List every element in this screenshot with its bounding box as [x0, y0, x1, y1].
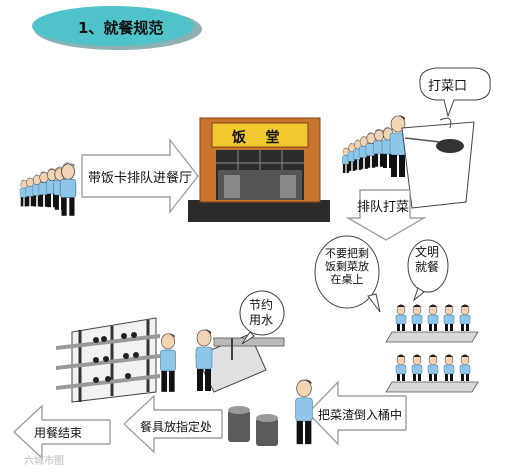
- label-no-leftover: 不要把剩饭剩菜放在桌上: [325, 247, 369, 286]
- page-title: 1、就餐规范: [78, 19, 164, 37]
- label-serving-window: 打菜口: [428, 79, 468, 94]
- utensil-rack: [56, 317, 160, 403]
- canteen-sign: 饭 堂: [232, 130, 280, 146]
- label-queue-enter: 带饭卡排队进餐厅: [88, 171, 193, 186]
- no-leftover-bubble: [314, 235, 381, 313]
- canteen-building: [188, 117, 330, 222]
- label-civilized: 文明就餐: [415, 245, 440, 274]
- queue-enter-people: [19, 161, 77, 217]
- title-bubble: [32, 6, 202, 50]
- label-queue-serve: 排队打菜: [357, 200, 410, 215]
- dining-area: [385, 304, 479, 393]
- washing-person: [195, 328, 213, 392]
- watermark: 六城市图: [24, 456, 64, 467]
- arrow-queue-enter: [81, 137, 199, 215]
- serving-window-bubble: [419, 67, 491, 118]
- leftover-buckets: [228, 406, 278, 446]
- serving-counter: [401, 117, 475, 209]
- queue-serve-people: [341, 114, 407, 178]
- arrow-finish: [12, 404, 111, 460]
- civilized-bubble: [407, 239, 449, 302]
- arrow-queue-serve: [345, 189, 427, 241]
- label-dump-leftover: 把菜渣倒入桶中: [318, 408, 403, 422]
- dumping-person: [295, 378, 313, 445]
- label-save-water: 节约用水: [249, 298, 274, 327]
- rack-person: [159, 332, 177, 393]
- label-place-utensils: 餐具放指定处: [140, 420, 213, 434]
- arrow-dump-leftover: [307, 380, 407, 446]
- washing-sink: [195, 333, 285, 393]
- arrow-place-utensils: [122, 394, 223, 454]
- save-water-bubble: [239, 290, 285, 345]
- label-finish: 用餐结束: [34, 426, 83, 440]
